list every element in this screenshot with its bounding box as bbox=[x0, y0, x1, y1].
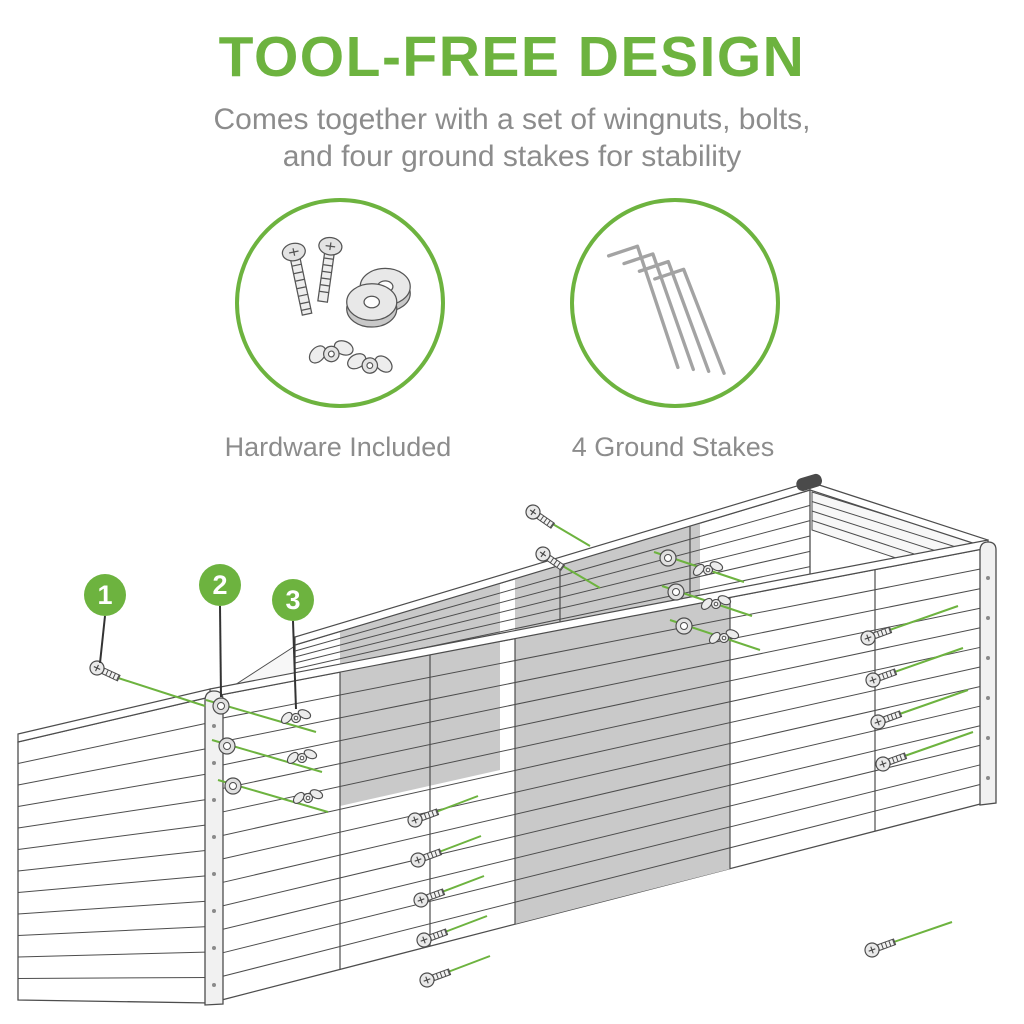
corrugation-line bbox=[17, 722, 211, 764]
rivet-dot bbox=[212, 761, 216, 765]
subtitle-line-2: and four ground stakes for stability bbox=[282, 139, 742, 173]
bolt-icon bbox=[416, 928, 449, 948]
wingnut-icon bbox=[700, 595, 732, 610]
page-title: TOOL-FREE DESIGN bbox=[218, 25, 806, 89]
washer-icon bbox=[667, 583, 685, 601]
wingnut-icon bbox=[708, 629, 740, 644]
assembly-leader-line bbox=[890, 689, 969, 718]
subtitle-line-1: Comes together with a set of wingnuts, b… bbox=[213, 103, 811, 136]
bed-outer-walls bbox=[17, 547, 989, 1004]
washer-icon bbox=[659, 549, 677, 567]
corrugation-line bbox=[17, 849, 211, 872]
ground-stake bbox=[622, 252, 695, 372]
washer-icon bbox=[675, 617, 693, 635]
corrugation-line bbox=[17, 747, 211, 786]
corrugation-line bbox=[17, 875, 211, 893]
washer-icon bbox=[346, 283, 398, 328]
washer-icon bbox=[212, 697, 230, 715]
corrugation-line bbox=[17, 951, 211, 958]
corrugation-line bbox=[294, 550, 811, 670]
marker-1: 1 bbox=[84, 574, 126, 664]
corner-post bbox=[979, 541, 997, 806]
rivet-dot bbox=[986, 576, 990, 580]
page-subtitle: Comes together with a set of wingnuts, b… bbox=[0, 102, 1024, 175]
rivet-dot bbox=[212, 946, 216, 950]
rivet-dot bbox=[986, 776, 990, 780]
rivet-dot bbox=[986, 696, 990, 700]
bolt-icon bbox=[864, 938, 897, 958]
assembly-leader-line bbox=[885, 647, 964, 676]
bolt-icon bbox=[413, 888, 446, 908]
bolt-icon bbox=[419, 968, 452, 988]
bolt-icon bbox=[870, 710, 903, 730]
rivet-dot bbox=[212, 909, 216, 913]
corrugation-line bbox=[17, 773, 211, 807]
wingnut-icon bbox=[347, 353, 393, 374]
corrugation-line bbox=[294, 535, 811, 664]
ground-stake bbox=[653, 267, 726, 375]
marker-3-number: 3 bbox=[285, 585, 300, 615]
bolt-icon bbox=[317, 236, 343, 303]
rivet-dot bbox=[212, 872, 216, 876]
stakes-caption: 4 Ground Stakes bbox=[571, 432, 775, 462]
bolt-icon bbox=[89, 660, 121, 682]
rivet-dot bbox=[212, 983, 216, 987]
marker-2-number: 2 bbox=[212, 570, 227, 600]
rivet-dot bbox=[212, 835, 216, 839]
assembly-leader-line bbox=[884, 921, 953, 946]
marker-1-number: 1 bbox=[97, 580, 112, 610]
bolt-icon bbox=[860, 626, 893, 646]
wingnut-icon bbox=[286, 749, 318, 764]
corrugation-line bbox=[294, 520, 811, 658]
marker-2: 2 bbox=[199, 564, 241, 698]
bolt-icon bbox=[875, 752, 908, 772]
bolt-icon bbox=[865, 668, 898, 688]
corrugation-line bbox=[17, 926, 211, 936]
ground-stakes-icon bbox=[606, 244, 726, 375]
wingnut-icon bbox=[280, 709, 312, 724]
rivet-dot bbox=[986, 616, 990, 620]
ground-stake bbox=[606, 244, 680, 370]
corrugation-line bbox=[17, 900, 211, 915]
bolt-icon bbox=[410, 848, 443, 868]
washer-icon bbox=[224, 777, 242, 795]
corrugated-gray-panel bbox=[515, 597, 730, 924]
corner-cap bbox=[796, 473, 822, 492]
hardware-caption: Hardware Included bbox=[224, 432, 452, 462]
stakes-callout-circle bbox=[570, 198, 780, 408]
bolt-icon bbox=[281, 242, 313, 316]
rivet-dot bbox=[212, 724, 216, 728]
bolt-icon bbox=[525, 504, 556, 529]
marker-3: 3 bbox=[272, 579, 314, 710]
rivet-dot bbox=[986, 736, 990, 740]
corrugation-line bbox=[17, 798, 211, 829]
wingnut-icon bbox=[292, 789, 324, 804]
rivet-dot bbox=[986, 656, 990, 660]
garden-bed-assembly-diagram: 1 2 3 bbox=[17, 473, 997, 1006]
hardware-callout-circle bbox=[235, 198, 445, 408]
washer-icon bbox=[218, 737, 236, 755]
corrugation-line bbox=[17, 824, 211, 850]
assembly-leader-line bbox=[111, 675, 206, 707]
corner-post bbox=[204, 690, 224, 1006]
rivet-dot bbox=[212, 798, 216, 802]
ground-stake bbox=[637, 259, 711, 373]
corrugation-line bbox=[17, 977, 211, 979]
wingnut-icon bbox=[308, 340, 354, 364]
assembly-leader-line bbox=[880, 605, 959, 634]
bolt-icon bbox=[535, 546, 566, 571]
corrugation-line bbox=[294, 504, 811, 652]
hardware-bolts-washers-wingnuts-icon bbox=[281, 236, 411, 374]
wingnut-icon bbox=[692, 561, 724, 576]
assembly-leader-line bbox=[895, 731, 974, 760]
bolt-icon bbox=[407, 808, 440, 828]
